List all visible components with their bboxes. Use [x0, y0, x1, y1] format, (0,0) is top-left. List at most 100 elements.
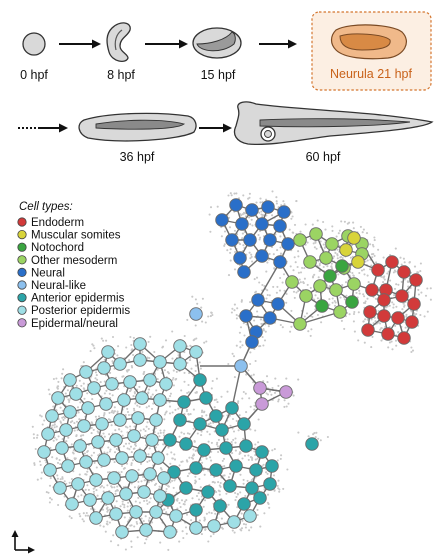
stage-15hpf: 15 hpf [192, 27, 242, 82]
graph-node [397, 331, 411, 345]
legend-swatch [17, 255, 27, 265]
graph-node [145, 433, 159, 447]
graph-node [199, 391, 213, 405]
graph-node [385, 255, 399, 269]
graph-node [91, 435, 105, 449]
stage-label: 0 hpf [20, 68, 48, 82]
graph-node [101, 345, 115, 359]
graph-node [209, 409, 223, 423]
graph-node [53, 481, 67, 495]
stage-label: 60 hpf [306, 150, 341, 164]
graph-node [113, 413, 127, 427]
graph-node [197, 443, 211, 457]
legend-item: Notochord [17, 242, 84, 254]
legend-title: Cell types: [19, 201, 73, 213]
graph-node [71, 477, 85, 491]
graph-node [235, 217, 249, 231]
legend-label: Neural-like [31, 280, 86, 292]
graph-node [377, 309, 391, 323]
graph-node [79, 365, 93, 379]
axes-icon [11, 530, 35, 554]
graph-node [113, 357, 127, 371]
graph-node [207, 519, 221, 533]
graph-node [63, 373, 77, 387]
graph-node [167, 465, 181, 479]
graph-node [263, 233, 277, 247]
graph-node [233, 251, 247, 265]
graph-node [303, 255, 317, 269]
graph-node [63, 405, 77, 419]
graph-edge [299, 311, 341, 325]
graph-node [87, 381, 101, 395]
graph-node [43, 463, 57, 477]
graph-node [215, 423, 229, 437]
graph-node [163, 433, 177, 447]
graph-node [59, 423, 73, 437]
stage-label: Neurula 21 hpf [330, 67, 413, 81]
legend-label: Neural [31, 267, 65, 279]
graph-node [153, 393, 167, 407]
graph-node [125, 469, 139, 483]
legend-swatch [17, 280, 27, 290]
graph-node [119, 487, 133, 501]
arrow [145, 39, 188, 49]
graph-node [173, 413, 187, 427]
graph-node [135, 391, 149, 405]
graph-node [123, 375, 137, 389]
graph-node [325, 237, 339, 251]
graph-node [189, 521, 203, 535]
graph-node [179, 437, 193, 451]
graph-node [189, 461, 203, 475]
graph-node [69, 387, 83, 401]
graph-node [239, 439, 253, 453]
graph-node [215, 213, 229, 227]
legend-item: Other mesoderm [17, 255, 117, 267]
graph-node [313, 279, 327, 293]
graph-node [117, 393, 131, 407]
graph-node [299, 289, 313, 303]
legend-swatch [17, 242, 27, 252]
graph-node [79, 455, 93, 469]
arrow [59, 39, 101, 49]
graph-node [255, 249, 269, 263]
graph-node [405, 315, 419, 329]
graph-node [177, 395, 191, 409]
graph-node [45, 409, 59, 423]
graph-node [95, 417, 109, 431]
graph-node [329, 283, 343, 297]
graph-node [51, 391, 65, 405]
graph-node [293, 317, 307, 331]
graph-node [253, 491, 267, 505]
graph-node [347, 277, 361, 291]
graph-node [73, 439, 87, 453]
graph-node [109, 433, 123, 447]
legend-item: Neural [17, 267, 65, 279]
graph-node [133, 337, 147, 351]
graph-node [391, 311, 405, 325]
graph-node [143, 467, 157, 481]
legend-item: Endoderm [17, 217, 84, 229]
graph-node [273, 219, 287, 233]
graph-node [77, 419, 91, 433]
legend-label: Epidermal/neural [31, 318, 118, 330]
graph-node [261, 200, 275, 214]
graph-node [151, 451, 165, 465]
graph-node [209, 463, 223, 477]
graph-node [65, 497, 79, 511]
graph-node [245, 203, 259, 217]
graph-node [219, 441, 233, 455]
legend-item: Posterior epidermis [17, 305, 130, 317]
graph-node [315, 299, 329, 313]
graph-node [225, 233, 239, 247]
graph-node [263, 477, 277, 491]
graph-node [237, 417, 251, 431]
graph-node [97, 453, 111, 467]
stage-label: 36 hpf [120, 150, 155, 164]
graph-node [243, 233, 257, 247]
graph-node [83, 493, 97, 507]
graph-node [55, 441, 69, 455]
graph-node [249, 463, 263, 477]
legend-swatch [17, 230, 27, 240]
arrow [199, 123, 232, 133]
